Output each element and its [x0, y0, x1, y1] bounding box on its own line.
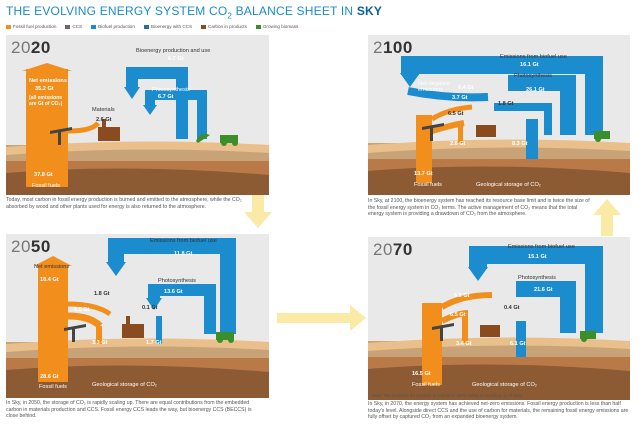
- value-2: 6.5 Gt: [450, 312, 466, 318]
- value-4: 2.6 Gt: [450, 141, 466, 147]
- value-2: 6.5 Gt: [448, 111, 464, 117]
- caption-2100: In Sky, at 2100, the bioenergy system ha…: [368, 198, 590, 218]
- net-negative-value: 6.4 Gt: [458, 85, 474, 91]
- photosynthesis-title: Photosynthesis: [158, 278, 196, 284]
- legend-item-growing-biomass: Growing biomass: [255, 24, 298, 29]
- photosynthesis-value: 13.6 Gt: [164, 289, 183, 295]
- biofuel-emissions-title: Emissions from biofuel use: [508, 244, 575, 250]
- year-2020: 2020: [11, 38, 51, 57]
- panel-2050-graphic: [6, 234, 269, 398]
- panel-2050: 2050 Emissions from biofuel use 11.8 Gt …: [6, 234, 269, 398]
- net-emissions-title: Net emissions: [29, 78, 67, 84]
- value-3: 1.8 Gt: [498, 101, 514, 107]
- caption-2020: Today, most carbon in fossil energy prod…: [6, 197, 242, 210]
- fossil-label: Fossil fuels: [32, 183, 60, 189]
- net-emissions-value: 35.2 Gt: [35, 86, 54, 92]
- beccs-icon: [143, 24, 149, 29]
- biofuel-icon: [91, 24, 97, 29]
- panel-2100: 2100 Emissions from biofuel use 16.1 Gt …: [368, 35, 630, 195]
- ccs-icon: [65, 24, 71, 29]
- net-negative-title: Net-negative emissions: [418, 81, 450, 94]
- biofuel-emissions-value: 15.1 Gt: [528, 254, 547, 260]
- carbon-products-icon: [201, 24, 207, 29]
- photosynthesis-value: 26.1 Gt: [526, 87, 545, 93]
- arrow-2070-to-2100-icon: [593, 199, 621, 236]
- legend-item-ccs: CCS: [65, 24, 82, 29]
- rounding-note: Note: The numbers do not add up exactly …: [372, 393, 523, 398]
- photosynthesis-value: 6.7 Gt: [158, 94, 174, 100]
- value-3: 0.1 Gt: [142, 305, 158, 311]
- bioenergy-value: 6.7 Gt: [168, 56, 184, 62]
- biofuel-emissions-title: Emissions from biofuel use: [150, 238, 217, 244]
- net-emissions-value: 18.4 Gt: [40, 277, 59, 283]
- photosynthesis-title: Photosynthesis: [152, 87, 190, 93]
- fossil-fuel-icon: [6, 24, 11, 29]
- geological-storage-label: Geological storage of CO₂: [472, 382, 537, 388]
- value-5: 6.1 Gt: [510, 341, 526, 347]
- materials-value: 2.6 Gt: [96, 117, 112, 123]
- caption-2050: In Sky, in 2050, the storage of CO₂ is r…: [6, 400, 252, 420]
- year-2100: 2100: [373, 38, 413, 57]
- panel-2070: 2070 Emissions from biofuel use 15.1 Gt …: [368, 237, 630, 400]
- page-title: THE EVOLVING ENERGY SYSTEM CO2 BALANCE S…: [6, 4, 383, 21]
- photosynthesis-value: 21.6 Gt: [534, 287, 553, 293]
- bioenergy-title: Bioenergy production and use: [136, 48, 211, 54]
- value-3: 0.4 Gt: [504, 305, 520, 311]
- fossil-value: 16.5 Gt: [412, 371, 431, 377]
- growing-biomass-icon: [255, 24, 261, 29]
- fossil-value: 13.7 Gt: [414, 171, 433, 177]
- year-2050: 2050: [11, 237, 51, 256]
- value-4: 3.4 Gt: [456, 341, 472, 347]
- legend: Fossil fuel production CCS Biofuel produ…: [6, 24, 298, 29]
- legend-item-carbon-products: Carbon in products: [201, 24, 247, 29]
- year-2070: 2070: [373, 240, 413, 259]
- materials-title: Materials: [92, 107, 115, 113]
- value-4: 3.3 Gt: [92, 340, 108, 346]
- fossil-value: 37.8 Gt: [34, 172, 53, 178]
- fossil-label: Fossil fuels: [414, 182, 442, 188]
- value-1: 6.5 Gt: [454, 293, 470, 299]
- value-2: 5.0 Gt: [74, 307, 90, 313]
- fossil-value: 28.6 Gt: [40, 374, 59, 380]
- biofuel-emissions-value: 11.8 Gt: [174, 251, 193, 257]
- panel-2100-graphic: [368, 35, 630, 195]
- geological-storage-label: Geological storage of CO₂: [476, 182, 541, 188]
- net-emissions-title: Net emissions: [34, 264, 70, 270]
- biofuel-emissions-title: Emissions from biofuel use: [500, 54, 567, 60]
- net-emissions-note: (all emissions are Gt of CO₂): [29, 95, 63, 107]
- caption-2070: In Sky, in 2070, the energy system has a…: [368, 401, 629, 421]
- legend-item-fossil: Fossil fuel production: [6, 24, 56, 29]
- value-5: 8.3 Gt: [512, 141, 528, 147]
- fossil-label: Fossil fuels: [39, 384, 67, 390]
- photosynthesis-title: Photosynthesis: [514, 73, 552, 79]
- panel-2020: 2020 Bioenergy production and use 6.7 Gt…: [6, 35, 269, 195]
- panel-2020-graphic: [6, 35, 269, 195]
- value-1: 1.8 Gt: [94, 291, 110, 297]
- panel-2070-graphic: [368, 237, 630, 400]
- arrow-2050-to-2070-icon: [277, 305, 366, 331]
- legend-item-beccs: Bioenergy with CCS: [143, 24, 192, 29]
- value-1: 3.7 Gt: [452, 95, 468, 101]
- photosynthesis-title: Photosynthesis: [518, 275, 556, 281]
- biofuel-emissions-value: 16.1 Gt: [520, 62, 539, 68]
- value-5: 1.7 Gt: [146, 340, 162, 346]
- fossil-label: Fossil fuels: [412, 382, 440, 388]
- geological-storage-label: Geological storage of CO₂: [92, 382, 157, 388]
- legend-item-biofuel: Biofuel production: [91, 24, 135, 29]
